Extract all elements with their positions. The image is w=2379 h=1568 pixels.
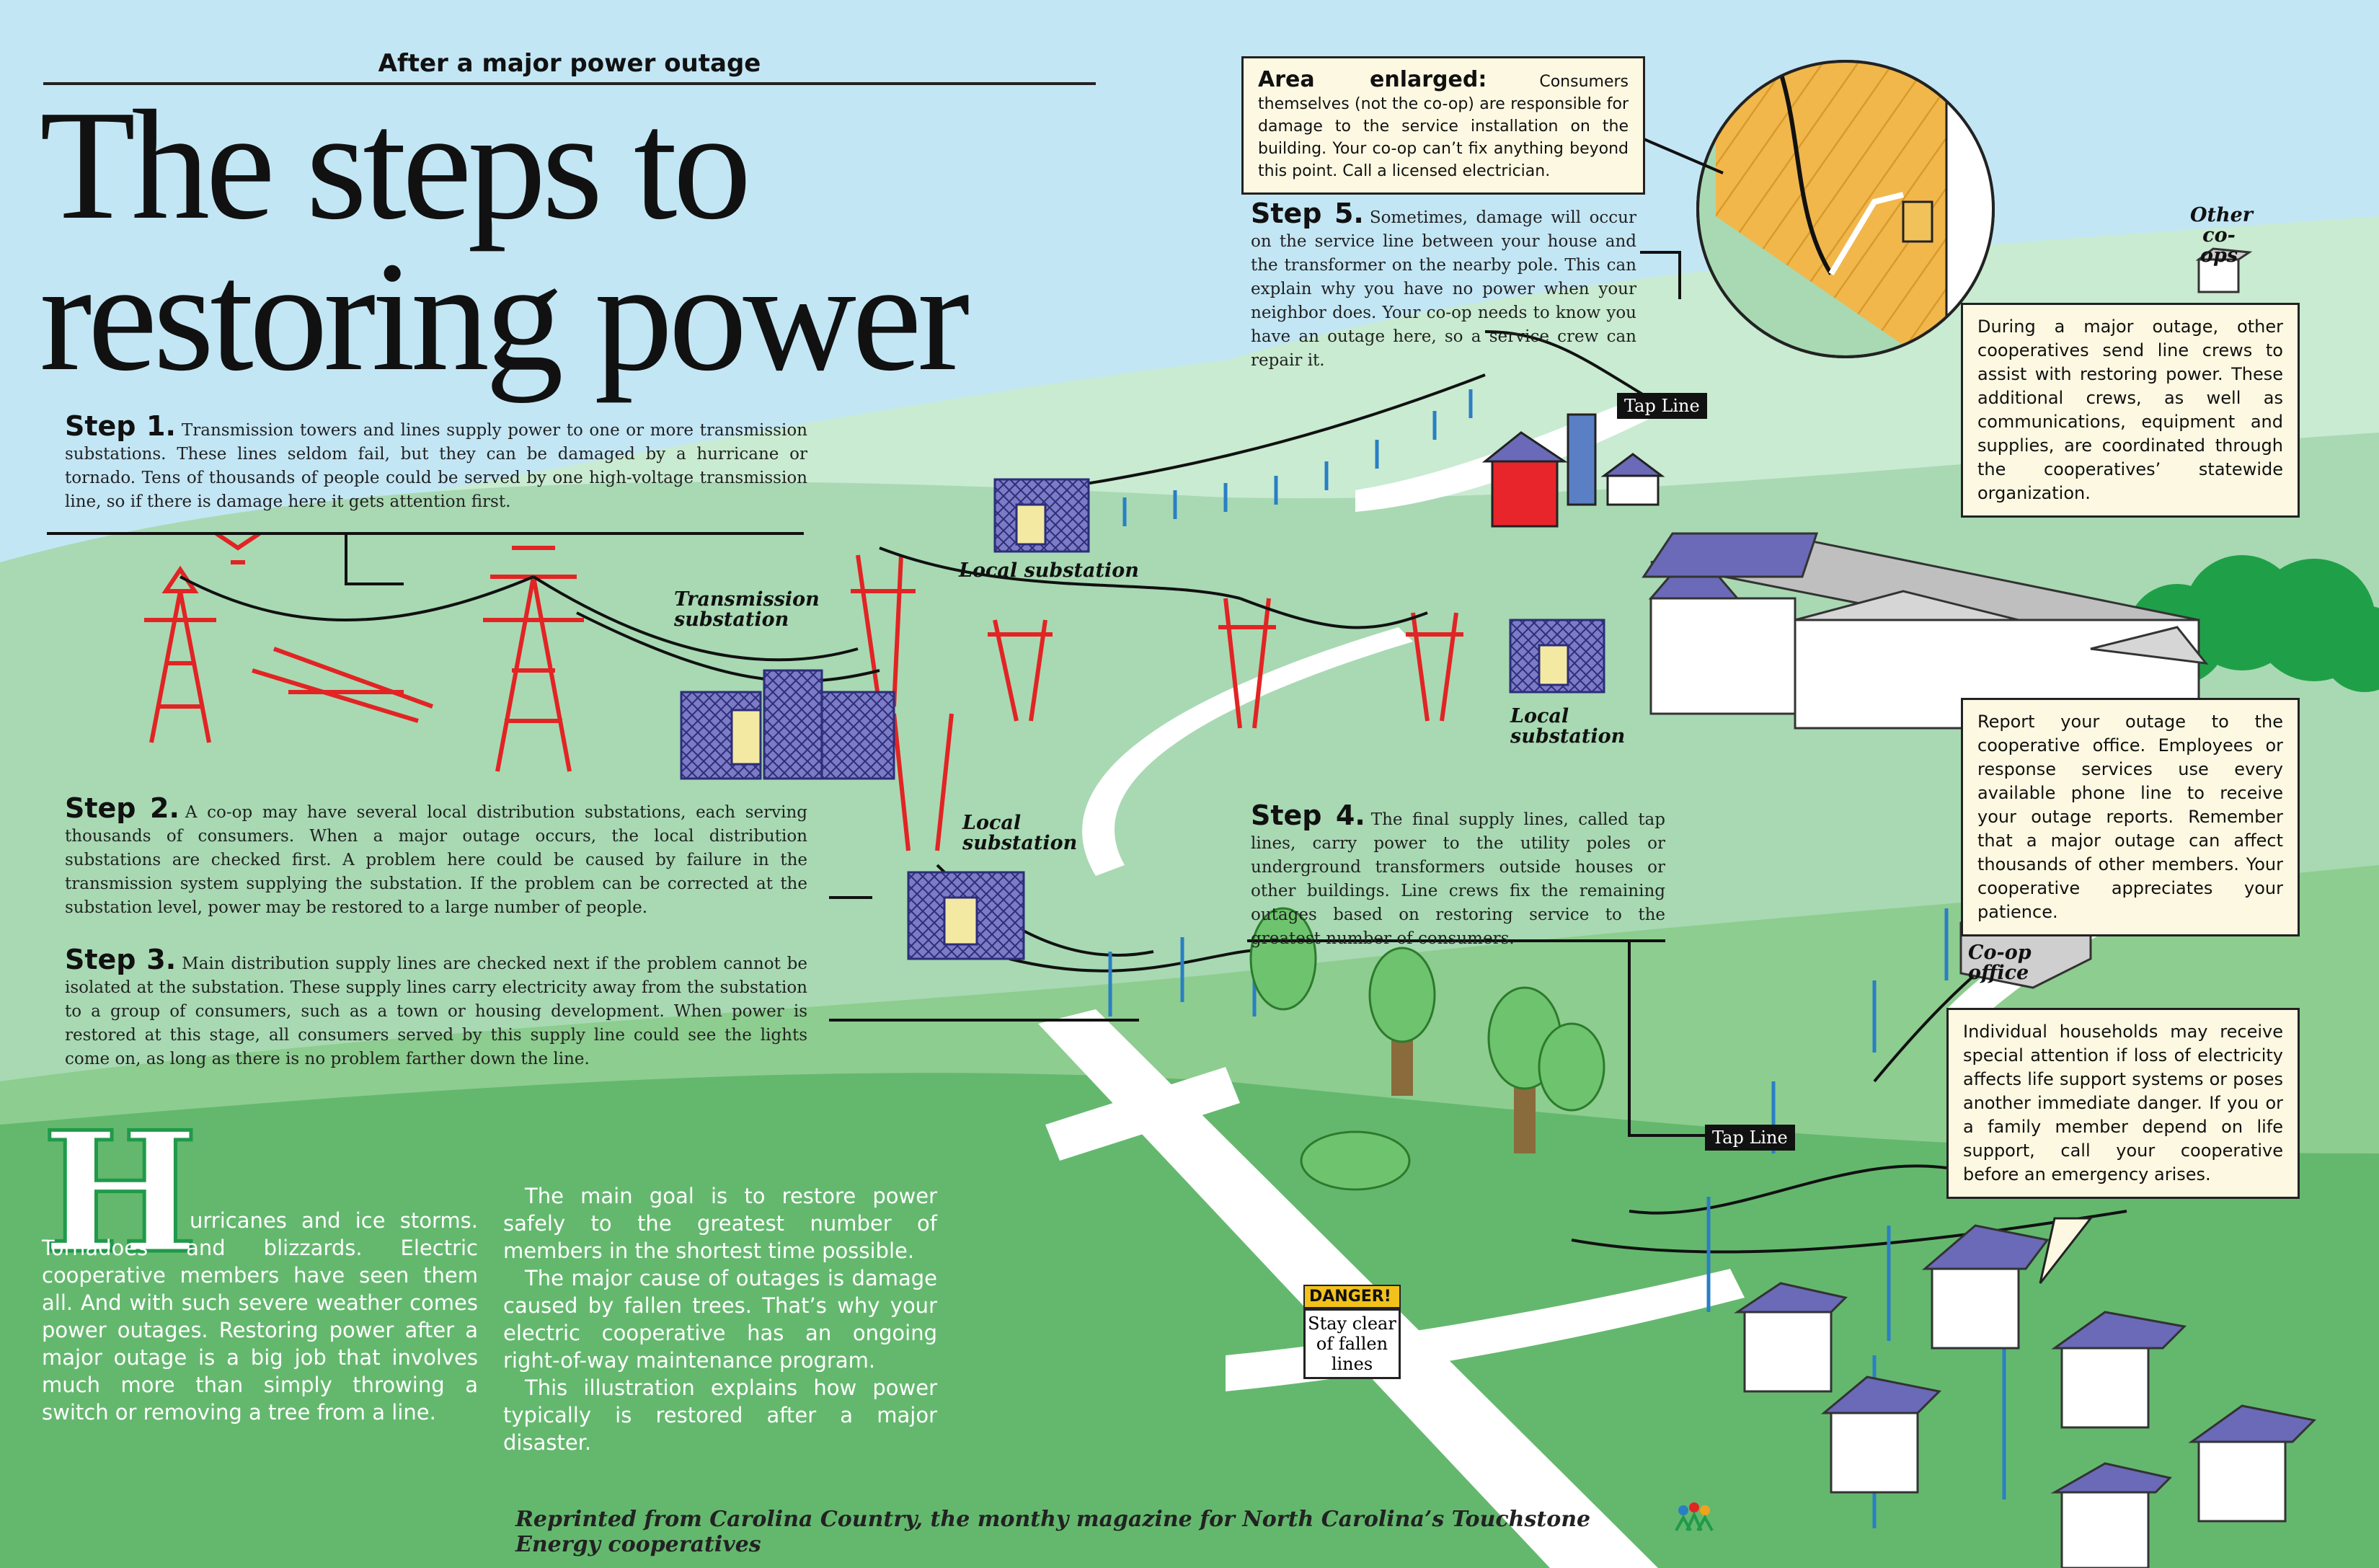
houses (1734, 1224, 2317, 1568)
damaged-trees (1249, 907, 1605, 1191)
step-2: Step 2.A co-op may have several local di… (65, 794, 807, 920)
intro-column-2: The main goal is to restore power safely… (503, 1182, 937, 1456)
step-2-text: A co-op may have several local distribut… (65, 803, 807, 917)
label-transmission-substation: Transmission substation (674, 588, 820, 631)
households-callout: Individual households may receive specia… (1946, 1008, 2300, 1199)
label-coop-office: Co-op office (1968, 942, 2032, 984)
step-3: Step 3.Main distribution supply lines ar… (65, 946, 807, 1071)
intro-paragraph-3: This illustration explains how power typ… (503, 1376, 937, 1455)
label-local-substation-right: Local substation (1510, 705, 1626, 748)
enlarged-circle (1696, 60, 1995, 358)
substations (680, 478, 1605, 960)
step-4-text: The final supply lines, called tap lines… (1251, 810, 1665, 948)
label-local-substation-top: Local substation (959, 559, 1139, 582)
foreground-field (0, 1073, 2379, 1568)
barn (1481, 413, 1665, 528)
intro-paragraph-1: The main goal is to restore power safely… (503, 1184, 937, 1263)
label-tap-line-top: Tap Line (1617, 393, 1707, 419)
area-enlarged-label: Area enlarged: (1258, 67, 1487, 92)
road-left-curve (1082, 627, 1413, 876)
area-enlarged-callout: Area enlarged: Consumers themselves (not… (1241, 56, 1645, 195)
intro-paragraph-2: The major cause of outages is damage cau… (503, 1266, 937, 1373)
label-tap-line-bottom: Tap Line (1705, 1125, 1795, 1151)
step-1: Step 1.Transmission towers and lines sup… (65, 412, 807, 514)
area-enlarged-text: Consumers themselves (not the co-op) are… (1258, 73, 1629, 180)
danger-sign: DANGER! Stay clear of fallen lines (1303, 1285, 1401, 1379)
step-4-label: Step 4. (1251, 799, 1365, 831)
step-1-text: Transmission towers and lines supply pow… (65, 421, 807, 511)
danger-text: Stay clear of fallen lines (1303, 1308, 1401, 1379)
step-3-text: Main distribution supply lines are check… (65, 954, 807, 1068)
kicker: After a major power outage (43, 49, 1096, 85)
intro-column-1: urricanes and ice storms. Tornadoes and … (42, 1208, 478, 1425)
page-title: The steps to restoring power (40, 79, 970, 404)
label-other-coops: Other co-ops (2190, 204, 2254, 267)
step-4: Step 4.The final supply lines, called ta… (1251, 802, 1665, 951)
other-coops-callout: During a major outage, other cooperative… (1961, 303, 2300, 518)
step-5-text: Sometimes, damage will occur on the serv… (1251, 208, 1636, 370)
road-branch (1045, 1067, 1240, 1161)
danger-badge: DANGER! (1303, 1285, 1401, 1308)
label-local-substation-left: Local substation (962, 812, 1078, 854)
step-5-label: Step 5. (1251, 198, 1364, 229)
step-1-label: Step 1. (65, 410, 176, 442)
step-2-label: Step 2. (65, 792, 180, 824)
step-3-label: Step 3. (65, 944, 177, 975)
report-outage-callout: Report your outage to the cooperative of… (1961, 698, 2300, 936)
credit-line: Reprinted from Carolina Country, the mon… (515, 1507, 1591, 1557)
leader-lines (47, 128, 1724, 1137)
step-5: Step 5.Sometimes, damage will occur on t… (1251, 200, 1636, 373)
drop-cap: H (40, 1096, 200, 1290)
touchstone-logo (1675, 1502, 1714, 1531)
factory (1642, 532, 2209, 730)
